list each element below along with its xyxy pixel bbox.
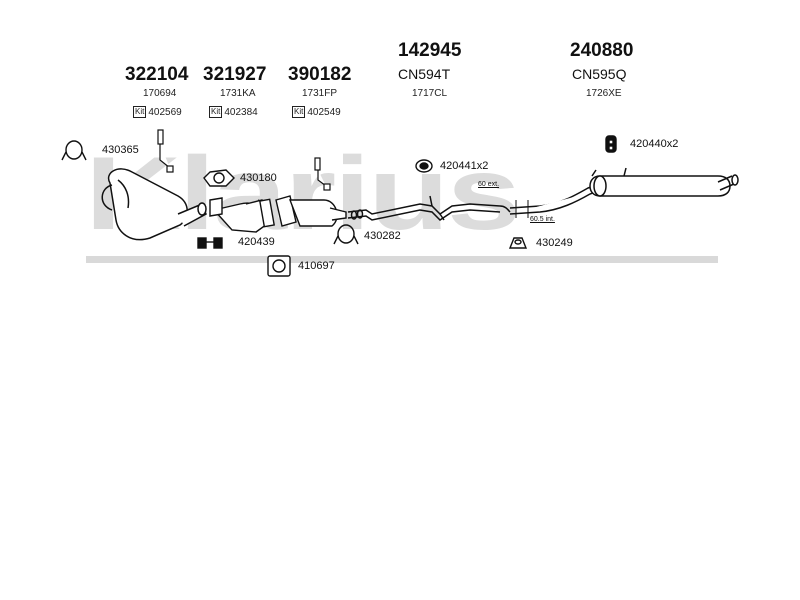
kit-label: Kit <box>209 106 223 118</box>
label-420441: 420441x2 <box>440 160 489 172</box>
kit-number: 402549 <box>307 106 341 118</box>
ref-1731KA: 1731KA <box>220 88 256 99</box>
label-430180: 430180 <box>240 172 277 184</box>
kit-402549: Kit 402549 <box>292 106 341 118</box>
note-ext: 60 ext. <box>478 181 500 188</box>
label-420439: 420439 <box>238 236 275 248</box>
mount-420440 <box>605 135 617 153</box>
label-430282: 430282 <box>364 230 401 242</box>
lambda-sensor-left <box>157 129 174 173</box>
label-430365: 430365 <box>102 144 139 156</box>
gasket-420439 <box>197 237 223 249</box>
mount-430249 <box>508 237 528 249</box>
ref-1726XE: 1726XE <box>586 88 622 99</box>
part-number-322104: 322104 <box>125 64 189 85</box>
gasket-430180 <box>203 169 235 187</box>
catalyst-390182 <box>275 195 347 227</box>
ref-CN594T: CN594T <box>398 66 451 82</box>
kit-number: 402384 <box>224 106 258 118</box>
label-420440: 420440x2 <box>630 138 679 150</box>
part-number-240880: 240880 <box>570 40 634 61</box>
centre-pipe <box>347 195 511 221</box>
kit-number: 402569 <box>148 106 182 118</box>
watermark-band <box>86 256 718 263</box>
mount-420441 <box>415 159 433 173</box>
part-number-390182: 390182 <box>288 64 352 85</box>
kit-label: Kit <box>292 106 306 118</box>
ref-1717CL: 1717CL <box>412 88 448 99</box>
clamp-430365 <box>61 140 87 161</box>
kit-402384: Kit 402384 <box>209 106 258 118</box>
clamp-430282 <box>333 224 359 245</box>
part-number-142945: 142945 <box>398 40 462 61</box>
note-int: 60.5 int. <box>530 216 555 223</box>
gasket-410697 <box>267 255 291 277</box>
ref-170694: 170694 <box>143 88 177 99</box>
front-pipe <box>209 197 275 233</box>
catalytic-converter <box>101 168 207 241</box>
kit-402569: Kit 402569 <box>133 106 182 118</box>
label-430249: 430249 <box>536 237 573 249</box>
rear-silencer <box>509 167 739 218</box>
label-410697: 410697 <box>298 260 335 272</box>
part-number-321927: 321927 <box>203 64 267 85</box>
ref-1731FP: 1731FP <box>302 88 338 99</box>
ref-CN595Q: CN595Q <box>572 66 627 82</box>
lambda-sensor-centre <box>314 157 331 191</box>
kit-label: Kit <box>133 106 147 118</box>
